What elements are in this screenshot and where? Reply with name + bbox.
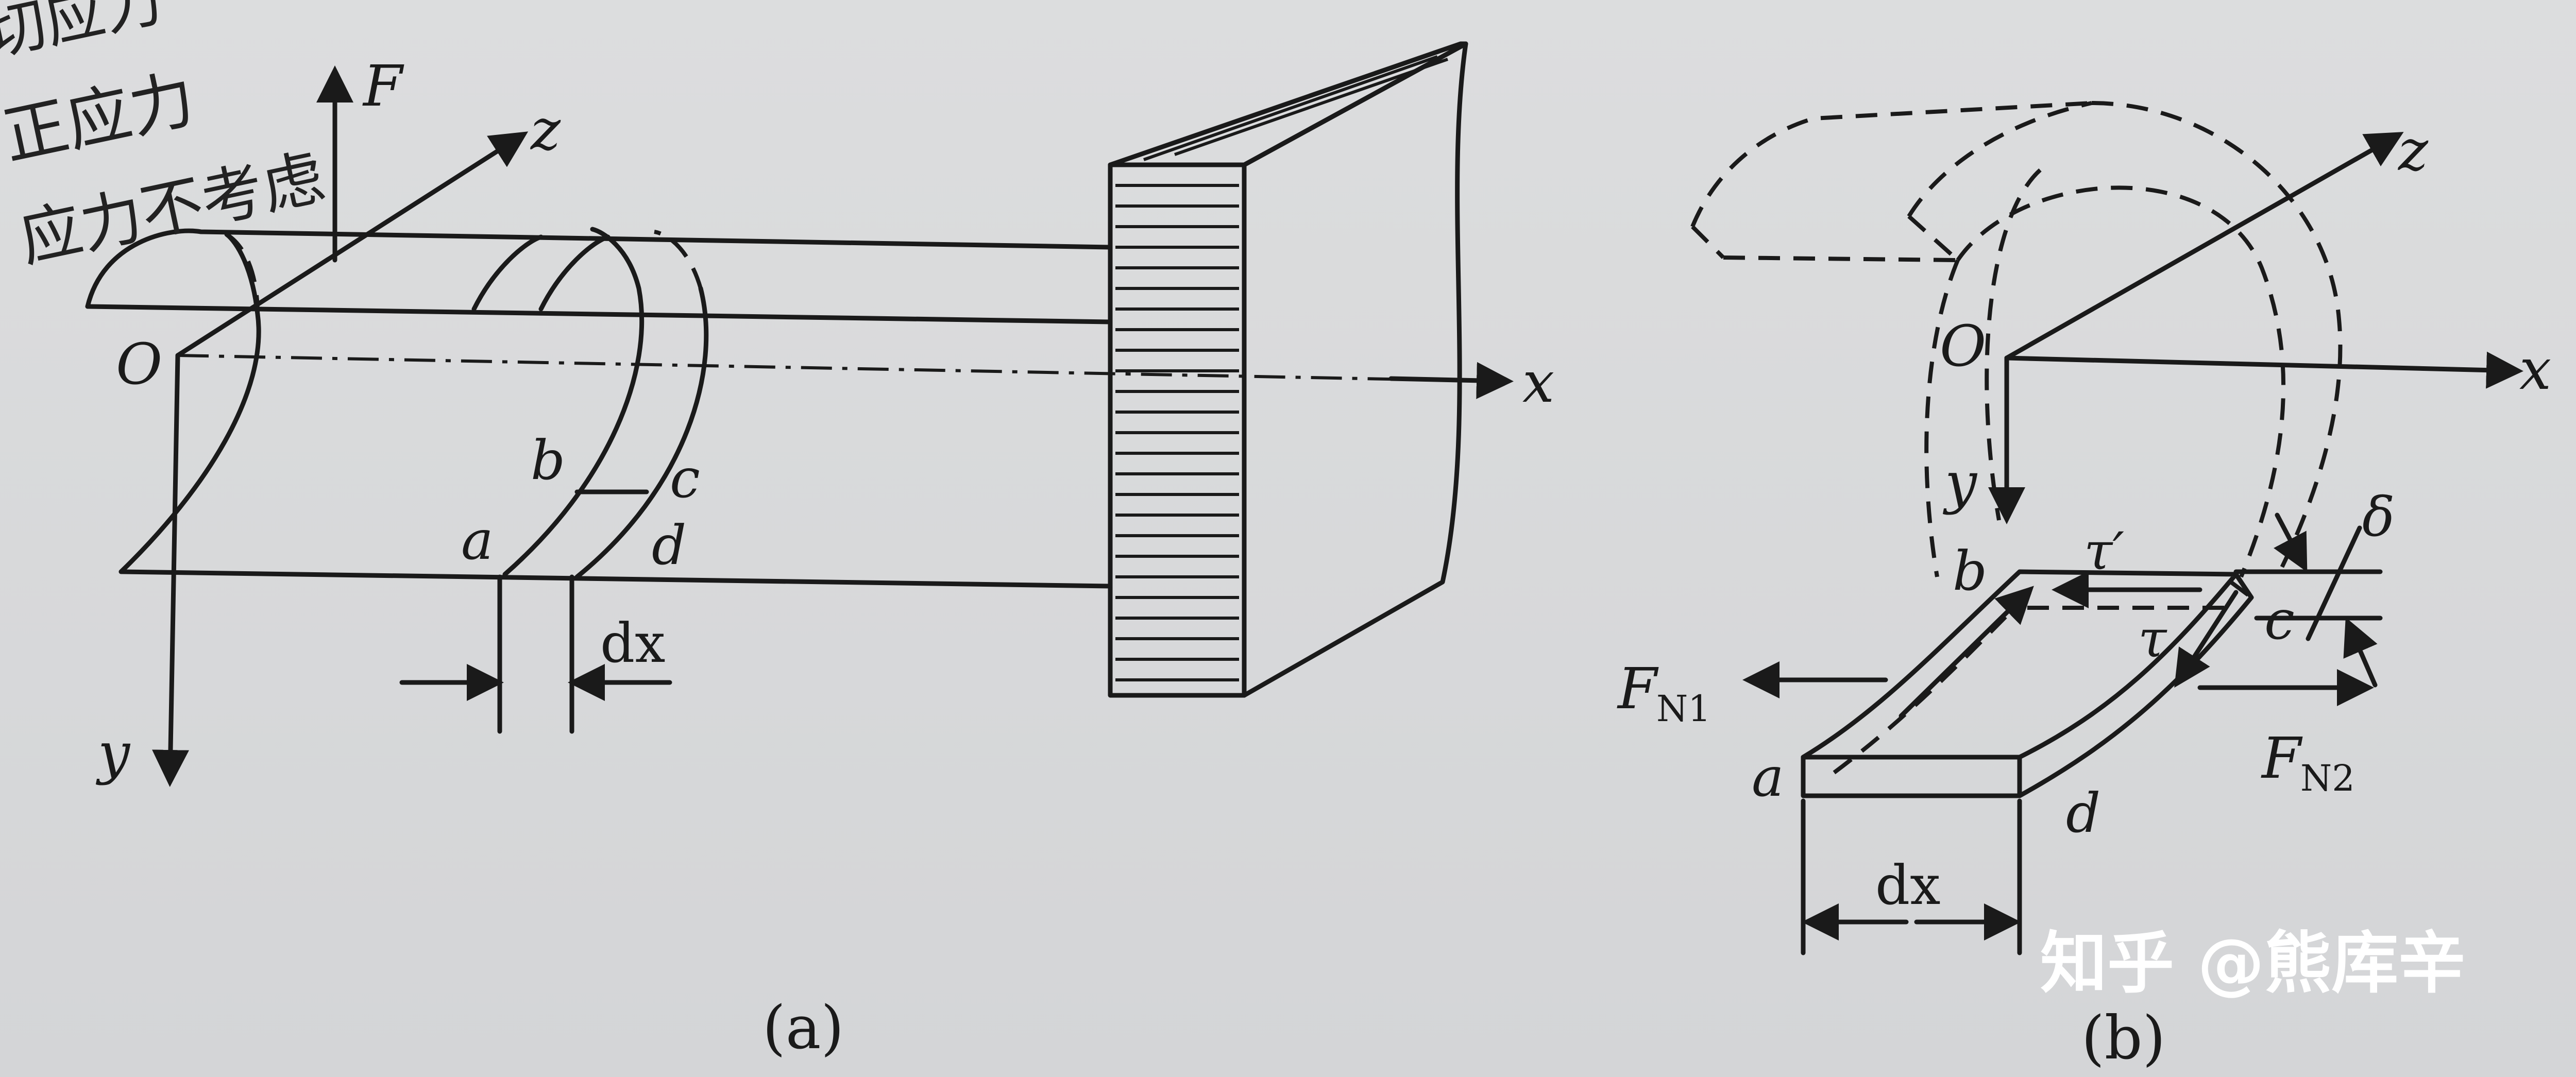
label-tau-prime: τ′ xyxy=(2084,521,2124,582)
solid-element xyxy=(1801,569,2254,798)
svg-text:F: F xyxy=(2261,725,2303,791)
dx-dimension-b xyxy=(1801,798,2022,955)
beam xyxy=(85,228,1113,589)
svg-text:切应力: 切应力 xyxy=(0,0,169,69)
label-dx: dx xyxy=(600,612,665,675)
label-b-b: b xyxy=(1953,540,1987,603)
label-y: y xyxy=(95,720,131,786)
tau-left-arrow xyxy=(1899,586,2034,719)
svg-text:F: F xyxy=(1617,656,1659,722)
delta-dimension xyxy=(2233,512,2383,688)
label-d: d xyxy=(652,514,686,577)
watermark: 知乎 @熊库辛 xyxy=(2040,924,2465,1002)
label-y-b: y xyxy=(1942,450,1978,516)
label-z-b: z xyxy=(2397,117,2429,183)
svg-text:正应力: 正应力 xyxy=(0,61,201,175)
figure-b: z O x y a b c d δ τ′ τ F N1 F N2 dx (b) xyxy=(1617,101,2551,1073)
label-FN2: F N2 xyxy=(2261,725,2355,799)
label-O: O xyxy=(116,331,162,397)
label-x: x xyxy=(1522,349,1554,415)
x-axis-arrow xyxy=(1388,362,1514,399)
caption-a: (a) xyxy=(762,994,844,1063)
label-a: a xyxy=(461,509,494,572)
x-axis-line xyxy=(177,354,1495,383)
z-axis-arrow xyxy=(175,131,529,358)
beam-slice xyxy=(471,227,709,579)
tau-arrow xyxy=(2174,590,2239,688)
label-O-b: O xyxy=(1940,313,1986,379)
label-FN1: F N1 xyxy=(1617,656,1711,730)
label-a-b: a xyxy=(1752,746,1784,809)
label-c: c xyxy=(670,447,700,510)
svg-text:N2: N2 xyxy=(2300,757,2355,799)
figure-a: F z O x y a b c d dx (a) 切应力 正应力 应力不考虑 xyxy=(0,0,1554,1063)
label-b: b xyxy=(531,429,565,492)
label-delta: δ xyxy=(2362,486,2395,549)
label-d-b: d xyxy=(2066,782,2100,845)
dx-dimension xyxy=(399,574,672,734)
dashed-section xyxy=(1690,101,2343,578)
label-c-b: c xyxy=(2264,589,2295,652)
label-F: F xyxy=(362,53,404,119)
y-axis-arrow xyxy=(151,353,189,787)
x-axis-arrow-b xyxy=(2004,351,2523,389)
label-z: z xyxy=(530,97,561,163)
caption-b: (b) xyxy=(2081,1004,2165,1073)
label-x-b: x xyxy=(2519,336,2551,402)
wall-hatching xyxy=(1115,55,1448,681)
label-tau: τ xyxy=(2138,609,2167,669)
label-dx-b: dx xyxy=(1875,854,1940,917)
svg-text:N1: N1 xyxy=(1656,688,1711,730)
wall-support xyxy=(1108,41,1468,698)
z-axis-arrow-b xyxy=(2004,132,2404,361)
